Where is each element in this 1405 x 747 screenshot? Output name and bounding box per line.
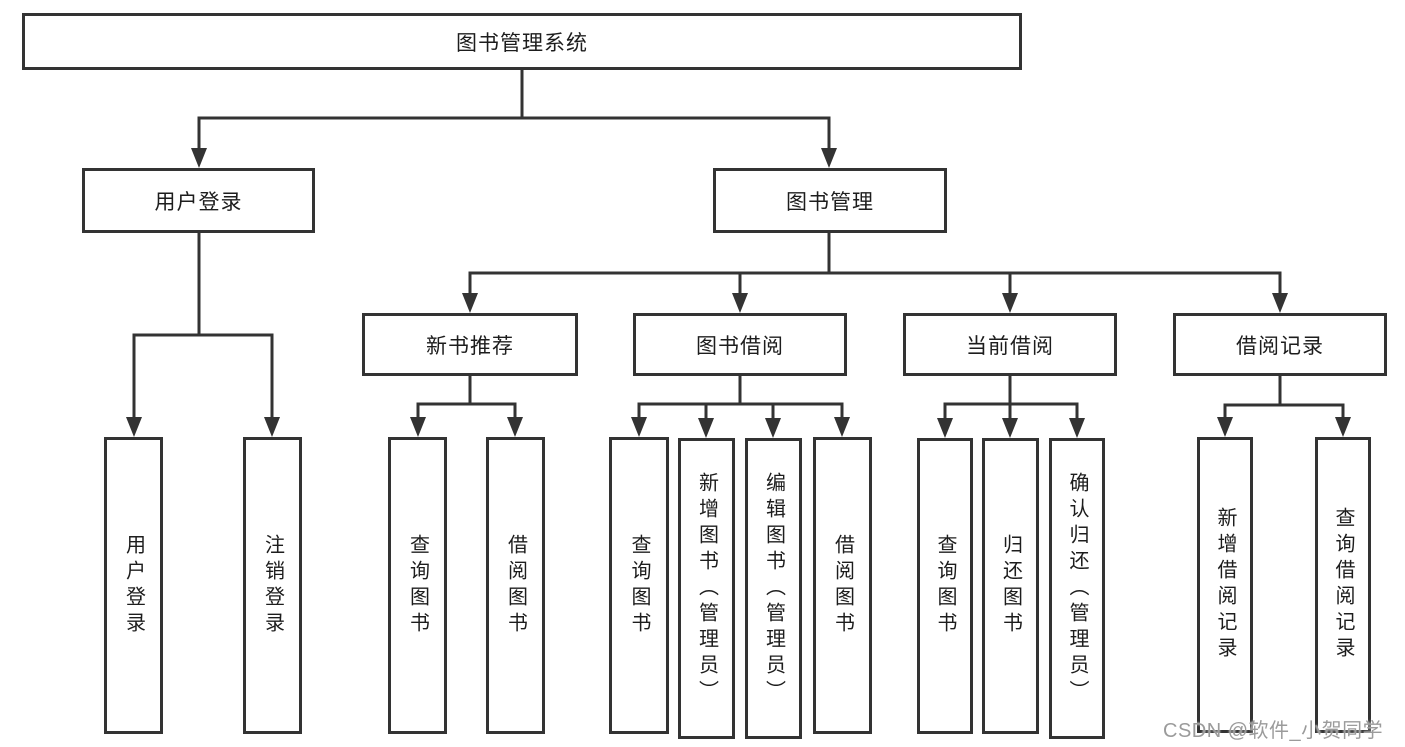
node-leaf-borrow-books: 借阅图书 xyxy=(813,437,872,734)
connector-current-borrow-children xyxy=(937,374,1085,438)
arrowhead-down-icon xyxy=(1217,417,1233,437)
node-label-leaf-borrow-books: 借阅图书 xyxy=(831,533,854,638)
node-book-management: 图书管理 xyxy=(713,168,947,233)
node-root: 图书管理系统 xyxy=(22,13,1022,70)
node-leaf-return-books: 归还图书 xyxy=(982,438,1039,734)
arrowhead-down-icon xyxy=(698,418,714,438)
node-label-leaf-query-books-current: 查询图书 xyxy=(934,534,956,638)
connector-user-login-children xyxy=(126,231,280,437)
node-current-borrow: 当前借阅 xyxy=(903,313,1117,376)
node-label-user-login: 用户登录 xyxy=(154,190,243,214)
node-label-leaf-user-login: 用户登录 xyxy=(122,533,145,638)
connector-root-children xyxy=(191,68,837,168)
node-label-leaf-confirm-return-admin: 确认归还（管理员） xyxy=(1066,471,1088,706)
arrowhead-down-icon xyxy=(462,293,478,313)
arrowhead-down-icon xyxy=(1272,293,1288,313)
node-book-borrow: 图书借阅 xyxy=(633,313,847,376)
node-leaf-confirm-return-admin: 确认归还（管理员） xyxy=(1049,438,1105,739)
csdn-watermark: CSDN @软件_小贺同学 xyxy=(1163,720,1384,742)
node-leaf-query-borrow-record: 查询借阅记录 xyxy=(1315,437,1371,733)
node-label-leaf-query-books-borrow: 查询图书 xyxy=(628,533,650,638)
arrowhead-down-icon xyxy=(834,417,850,437)
connector-book-borrow-children xyxy=(631,374,850,438)
node-leaf-logout: 注销登录 xyxy=(243,437,302,734)
arrowhead-down-icon xyxy=(732,293,748,313)
node-leaf-query-books-current: 查询图书 xyxy=(917,438,973,734)
node-leaf-query-books-recommend: 查询图书 xyxy=(388,437,447,734)
node-label-leaf-add-borrow-record: 新增借阅记录 xyxy=(1214,507,1236,663)
node-borrow-records: 借阅记录 xyxy=(1173,313,1387,376)
arrowhead-down-icon xyxy=(631,417,647,437)
node-leaf-add-borrow-record: 新增借阅记录 xyxy=(1197,437,1253,733)
node-leaf-borrow-books-recommend: 借阅图书 xyxy=(486,437,545,734)
node-leaf-edit-books-admin: 编辑图书（管理员） xyxy=(745,438,802,739)
node-label-leaf-logout: 注销登录 xyxy=(261,533,284,638)
arrowhead-down-icon xyxy=(191,148,207,168)
node-leaf-query-books-borrow: 查询图书 xyxy=(609,437,669,734)
node-label-leaf-borrow-books-recommend: 借阅图书 xyxy=(504,533,527,638)
node-label-current-borrow: 当前借阅 xyxy=(966,334,1054,358)
node-label-leaf-add-books-admin: 新增图书（管理员） xyxy=(695,471,718,706)
arrowhead-down-icon xyxy=(1335,417,1351,437)
connector-book-management-children xyxy=(462,231,1288,313)
node-label-leaf-return-books: 归还图书 xyxy=(999,534,1022,638)
arrowhead-down-icon xyxy=(821,148,837,168)
node-new-book-recommend: 新书推荐 xyxy=(362,313,578,376)
arrowhead-down-icon xyxy=(937,418,953,438)
arrowhead-down-icon xyxy=(507,417,523,437)
node-label-leaf-query-borrow-record: 查询借阅记录 xyxy=(1332,507,1354,663)
node-label-borrow-records: 借阅记录 xyxy=(1236,334,1324,358)
node-leaf-user-login: 用户登录 xyxy=(104,437,163,734)
arrowhead-down-icon xyxy=(126,417,142,437)
node-user-login: 用户登录 xyxy=(82,168,315,233)
node-label-new-book-recommend: 新书推荐 xyxy=(426,334,514,358)
arrowhead-down-icon xyxy=(1002,418,1018,438)
node-label-book-management: 图书管理 xyxy=(786,190,874,214)
connector-borrow-records-children xyxy=(1217,374,1351,437)
arrowhead-down-icon xyxy=(1069,418,1085,438)
arrowhead-down-icon xyxy=(1002,293,1018,313)
node-label-leaf-query-books-recommend: 查询图书 xyxy=(406,533,429,638)
node-label-leaf-edit-books-admin: 编辑图书（管理员） xyxy=(762,471,785,706)
node-label-book-borrow: 图书借阅 xyxy=(696,334,784,358)
arrowhead-down-icon xyxy=(264,417,280,437)
node-label-root: 图书管理系统 xyxy=(456,31,588,55)
node-leaf-add-books-admin: 新增图书（管理员） xyxy=(678,438,735,739)
arrowhead-down-icon xyxy=(410,417,426,437)
connector-new-book-recommend-children xyxy=(410,374,523,437)
arrowhead-down-icon xyxy=(765,418,781,438)
